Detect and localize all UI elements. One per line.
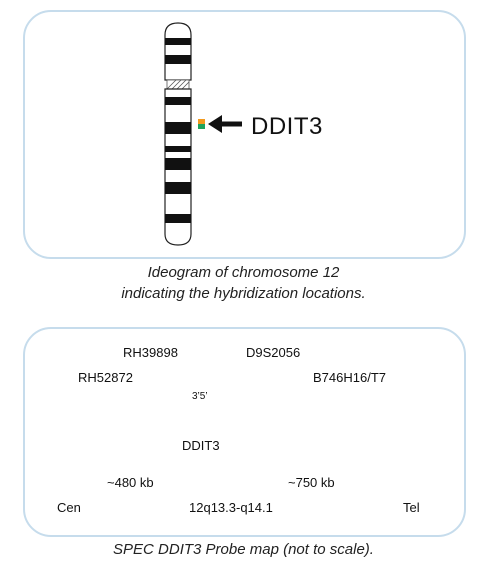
chromosome-band	[165, 38, 191, 45]
chromosome-band	[165, 158, 191, 170]
ideogram-gene-label: DDIT3	[251, 113, 323, 140]
marker-label-d9s2056: D9S2056	[246, 345, 301, 360]
chromosome-p-arm	[164, 22, 192, 81]
probe-map-panel	[23, 327, 466, 537]
orientation-label: 3’5’	[192, 391, 208, 402]
orange-probe-signal	[198, 119, 205, 124]
tel-label: Tel	[403, 500, 420, 515]
gene-pointer-arrow	[208, 115, 242, 133]
chromosome-band	[165, 214, 191, 223]
map-gene-label: DDIT3	[182, 438, 220, 453]
chromosome-band	[165, 97, 191, 105]
band-label: 12q13.3-q14.1	[189, 500, 273, 515]
probe-map-caption: SPEC DDIT3 Probe map (not to scale).	[113, 541, 374, 558]
orange-probe-size-label: ~480 kb	[107, 475, 154, 490]
chromosome-band	[165, 55, 191, 64]
green-probe-signal	[198, 124, 205, 129]
green-probe-size-label: ~750 kb	[288, 475, 335, 490]
cen-label: Cen	[57, 500, 81, 515]
marker-label-rh39898: RH39898	[123, 345, 178, 360]
chromosome-12-ideogram	[164, 22, 192, 246]
chromosome-band	[165, 182, 191, 194]
ideogram-caption-line1: Ideogram of chromosome 12	[147, 264, 340, 281]
marker-label-b746h16: B746H16/T7	[313, 370, 386, 385]
chromosome-band	[165, 146, 191, 152]
chromosome-band	[165, 122, 191, 134]
ideogram-panel	[23, 10, 466, 259]
ideogram-caption-line2: indicating the hybridization locations.	[121, 285, 366, 302]
marker-label-rh52872: RH52872	[78, 370, 133, 385]
